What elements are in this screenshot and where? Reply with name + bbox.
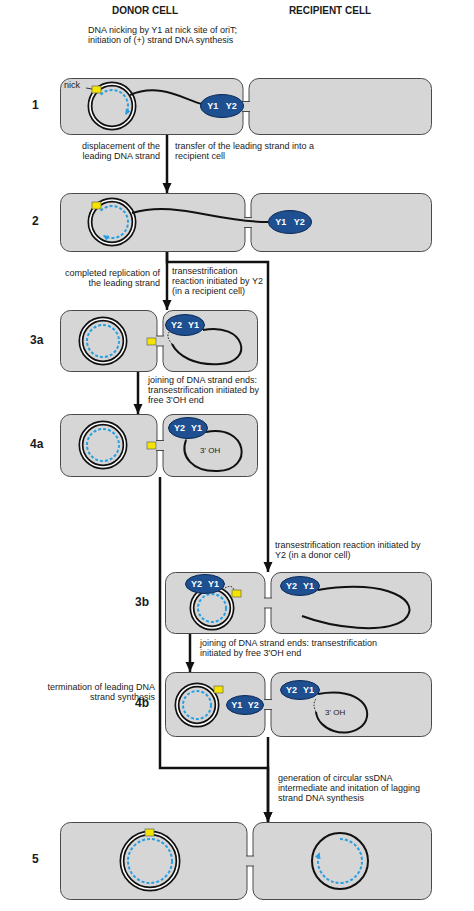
cell-outline — [60, 414, 258, 477]
column-header: DONOR CELL — [85, 6, 205, 16]
relaxase-protein: Y2 Y1 — [280, 680, 320, 700]
relaxase-protein: Y1 Y2 — [200, 94, 244, 118]
step-annotation: joining of DNA strand ends: transestrifi… — [148, 375, 266, 405]
protein-label: Y2 — [226, 101, 237, 111]
dna-annotation: 3' OH — [200, 446, 220, 456]
step-annotation: generation of circular ssDNA intermediat… — [278, 773, 428, 803]
step-annotation: DNA nicking by Y1 at nick site of oriT; … — [88, 25, 260, 45]
conjugation-panel: 4b3' OHY1Y2Y2Y1 — [165, 672, 432, 737]
conjugation-panel: 5 — [60, 822, 432, 900]
protein-label: Y1 — [208, 579, 219, 589]
protein-shape — [200, 94, 244, 118]
protein-label: Y1 — [191, 423, 202, 433]
cell-outline — [60, 822, 432, 900]
step-number: 3b — [135, 596, 149, 609]
protein-label: Y2 — [171, 320, 182, 330]
step-annotation: transfer of the leading strand into a re… — [175, 141, 335, 161]
step-annotation: transestrification reaction initiated by… — [172, 266, 266, 296]
protein-label: Y1 — [303, 581, 314, 591]
conjugation-panel: 3bY2Y1Y2Y1 — [165, 572, 432, 634]
step-number: 5 — [32, 853, 39, 866]
protein-label: Y1 — [207, 101, 218, 111]
step-annotation: joining of DNA strand ends: transestrifi… — [200, 638, 410, 658]
process-arrow — [137, 372, 140, 414]
step-number: 1 — [32, 99, 39, 112]
protein-label: Y1 — [231, 700, 242, 710]
protein-shape — [268, 210, 312, 234]
relaxase-protein: Y2 Y1 — [168, 417, 208, 439]
cell-outline — [60, 310, 258, 372]
protein-label: Y2 — [248, 700, 259, 710]
relaxase-protein: Y1 Y2 — [268, 210, 312, 234]
protein-label: Y2 — [294, 217, 305, 227]
dna-annotation: 3' OH — [325, 708, 345, 718]
process-arrow — [166, 135, 169, 193]
process-arrow — [166, 252, 169, 310]
step-number: 2 — [32, 215, 39, 228]
process-arrow — [167, 252, 268, 572]
cell-outline — [60, 193, 432, 252]
step-number: 3a — [30, 334, 43, 347]
step-annotation: transestrification reaction initiated by… — [275, 540, 425, 560]
protein-label: Y1 — [188, 320, 199, 330]
protein-label: Y2 — [174, 423, 185, 433]
protein-label: Y1 — [303, 685, 314, 695]
process-arrow — [189, 634, 192, 672]
process-arrow — [267, 737, 270, 822]
protein-label: Y2 — [191, 579, 202, 589]
protein-label: Y2 — [286, 581, 297, 591]
step-annotation: termination of leading DNA strand synthe… — [40, 682, 155, 702]
relaxase-protein: Y1 Y2 — [226, 695, 264, 715]
protein-label: Y2 — [286, 685, 297, 695]
step-annotation: displacement of the leading DNA strand — [55, 141, 160, 161]
relaxase-protein: Y2 Y1 — [165, 314, 205, 336]
protein-label: Y1 — [275, 217, 286, 227]
dna-annotation: nick — [64, 80, 80, 90]
conjugation-panel: 4a3' OHY2Y1 — [60, 414, 258, 477]
cell-outline — [60, 78, 432, 135]
step-annotation: completed replication of the leading str… — [52, 268, 160, 288]
column-header: RECIPIENT CELL — [265, 6, 395, 16]
conjugation-panel: 3aY2Y1 — [60, 310, 258, 372]
step-number: 4a — [30, 438, 43, 451]
conjugation-panel: 1nickY1Y2 — [60, 78, 432, 135]
relaxase-protein: Y2 Y1 — [185, 574, 225, 594]
conjugation-panel: 2Y1Y2 — [60, 193, 432, 252]
relaxase-protein: Y2 Y1 — [280, 576, 320, 596]
